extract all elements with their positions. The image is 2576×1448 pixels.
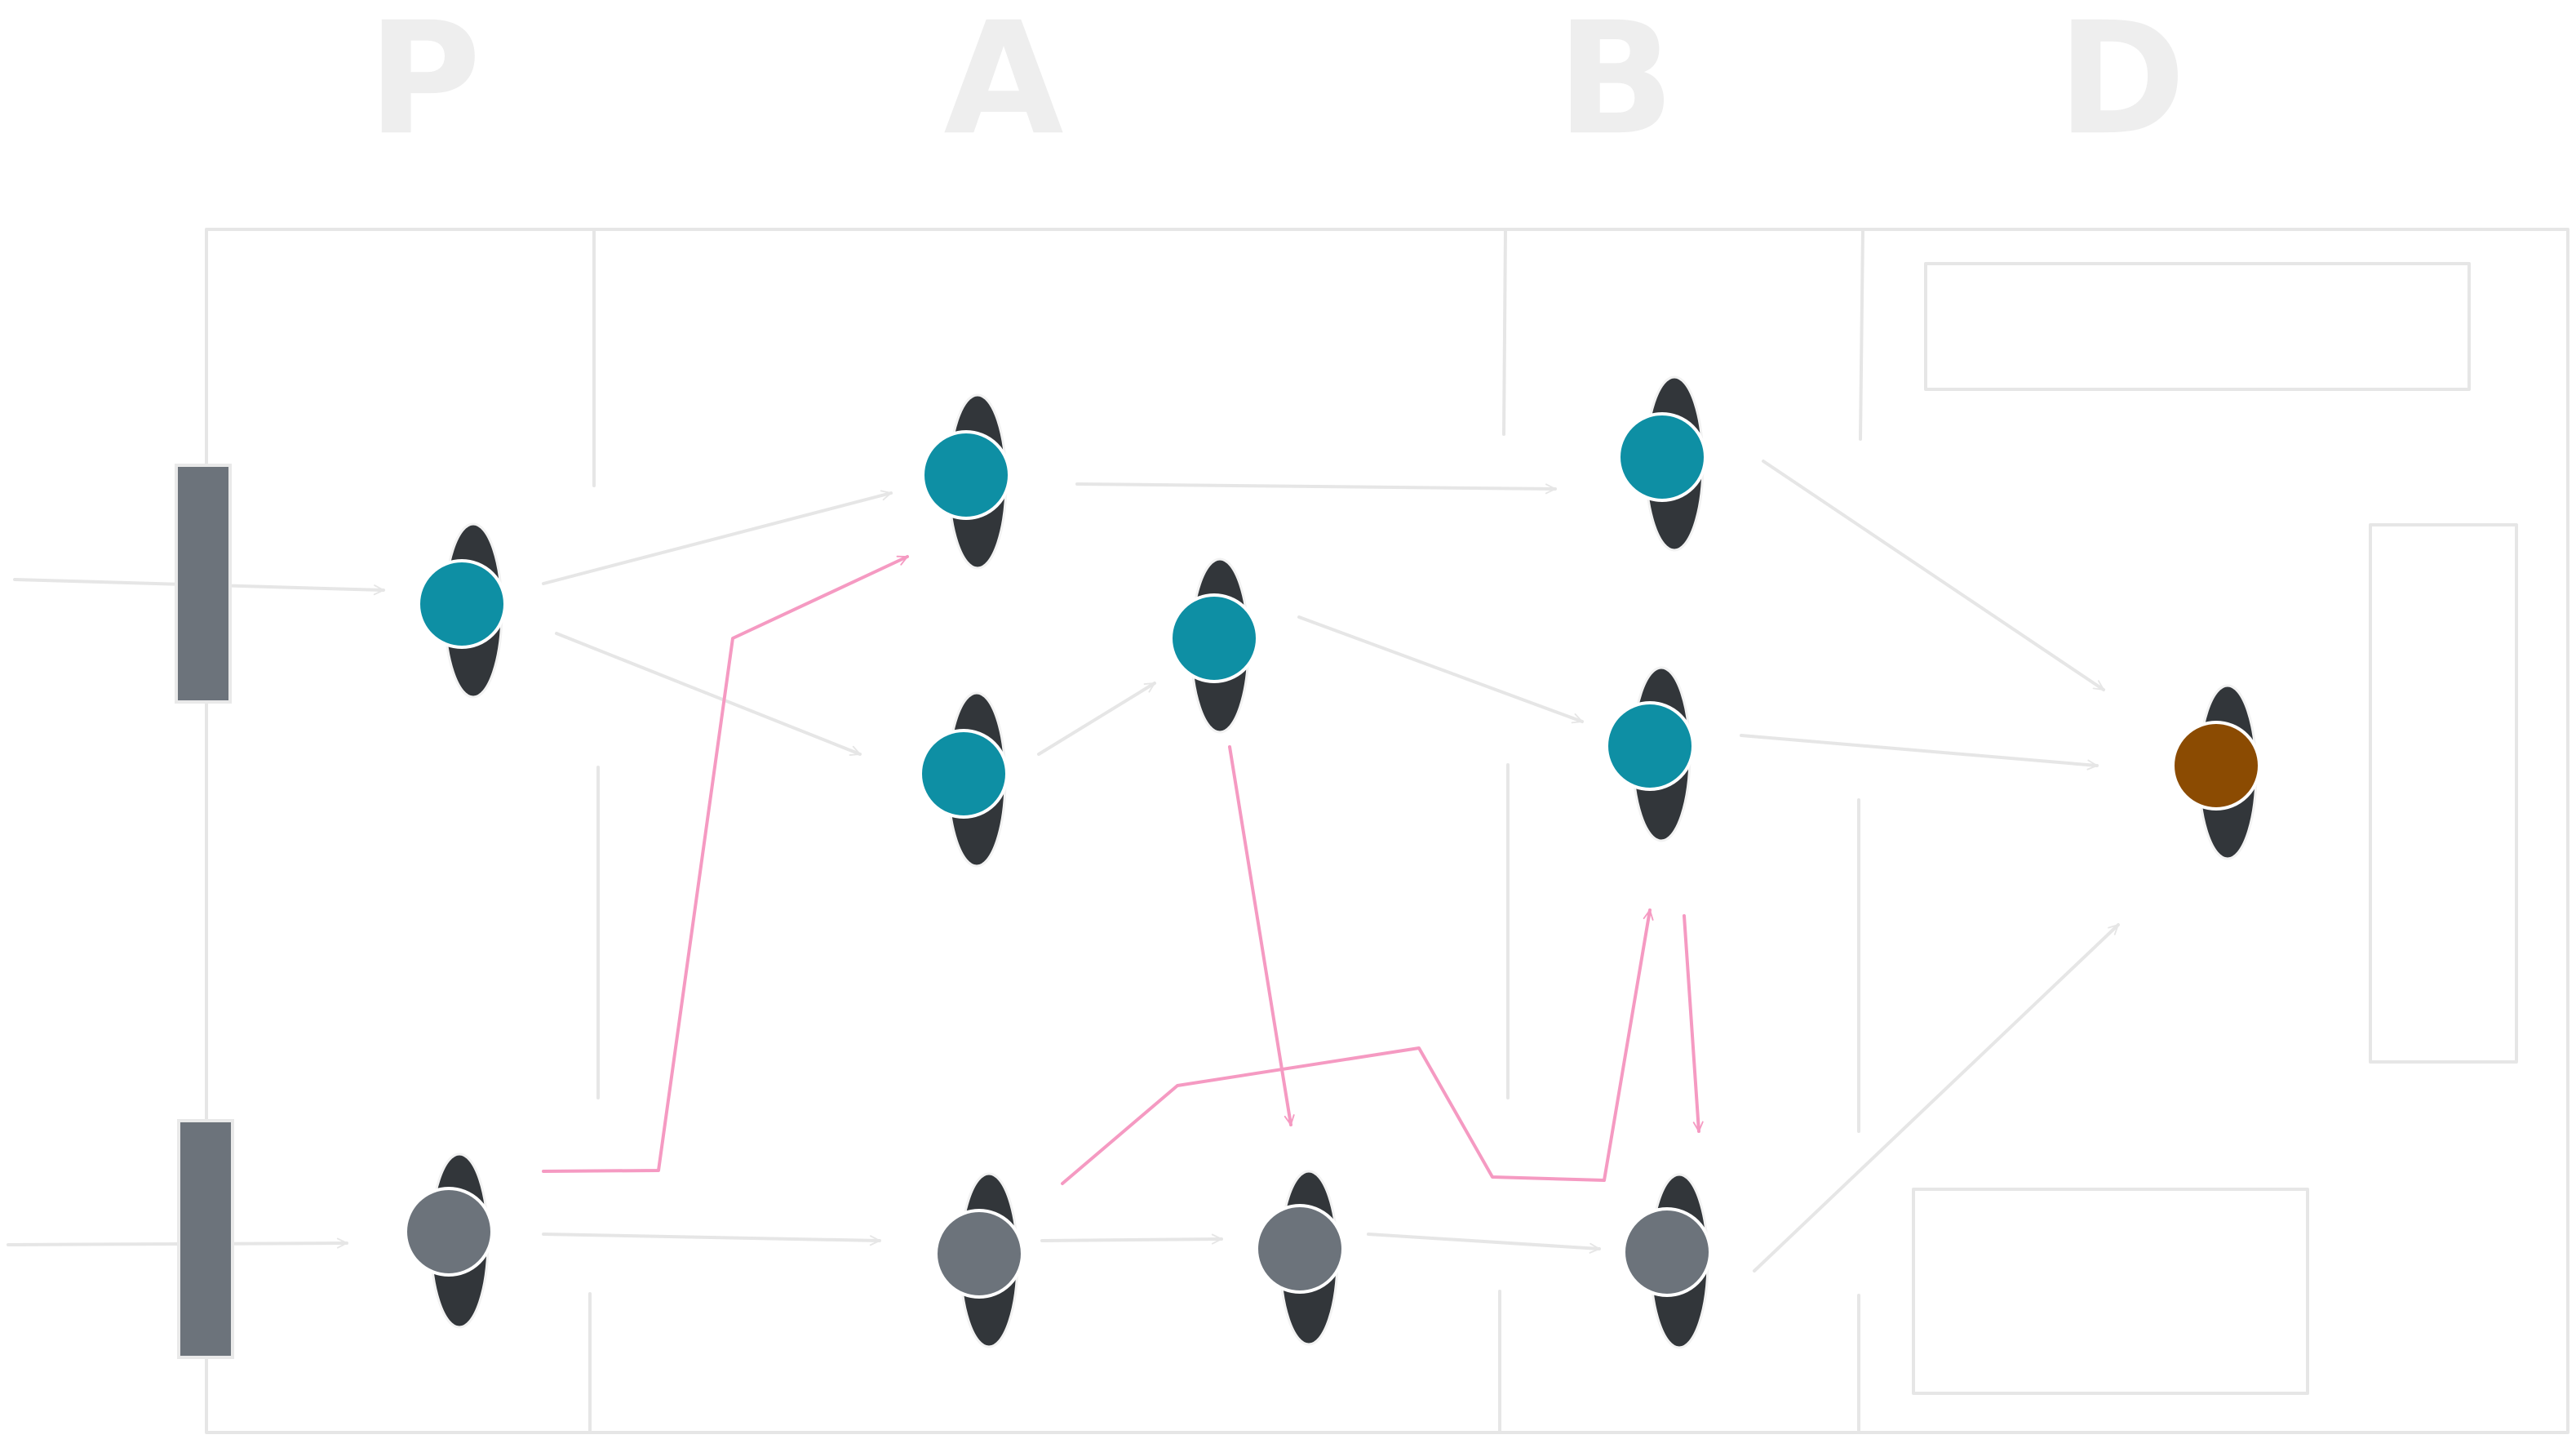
edge-p2-a1-highlight [542,555,909,1173]
neuron-node-b1 [1617,375,1707,552]
neuron-node-a5 [1255,1170,1345,1346]
edge-a3-b2 [1297,615,1584,724]
edge-a4-a5 [1040,1233,1223,1245]
neuron-node-d1 [2171,684,2261,860]
edge-a5-b3 [1367,1233,1601,1254]
column-label-a: A [943,0,1063,169]
neuron-node-a4 [934,1172,1024,1348]
neuron-node-a2 [919,691,1009,868]
neuron-node-b3 [1622,1173,1712,1349]
output-box-right [2369,523,2518,1064]
neuron-node-b2 [1605,666,1695,842]
neuron-node-a3 [1169,557,1259,734]
diagram-frame [205,228,2569,1434]
edge-a2-a3 [1037,682,1156,756]
edge-p1-a1 [542,490,893,585]
input-block-2 [177,1119,234,1359]
output-box-bottom [1912,1188,2309,1395]
outer-frame [205,228,2569,1434]
edge-a3-a5-highlight [1228,745,1295,1126]
edges [7,460,2120,1273]
edge-p2-a4 [542,1233,881,1246]
neuron-node-p1 [417,522,507,699]
input-blocks [175,464,234,1359]
edge-p1-a2 [555,632,862,756]
neuron-node-a1 [921,393,1011,570]
edge-a4-b2-highlight [1061,908,1654,1185]
neuron-node-p2 [404,1153,494,1329]
column-labels: P A B D [367,0,2185,169]
edge-b2-d1 [1740,734,2099,771]
column-label-d: D [2057,0,2186,169]
edge-a1-b1 [1075,482,1557,495]
input-block-1 [175,464,232,704]
column-label-b: B [1557,0,1675,169]
divider-b-d-top [1859,228,1864,441]
output-box-top [1924,262,2471,391]
divider-a-b-top [1502,228,1507,436]
column-label-p: P [367,0,481,169]
edge-b1-d1 [1762,460,2105,691]
nodes [404,375,2261,1349]
edge-b2-b3-highlight [1683,914,1704,1133]
edge-b3-d1 [1753,923,2120,1273]
